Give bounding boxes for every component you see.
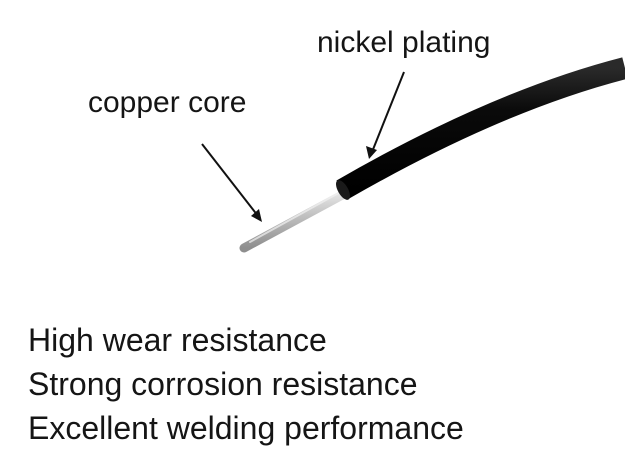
copper-core-label: copper core <box>88 86 247 119</box>
copper-core-arrow-icon <box>201 143 262 222</box>
wire-end-cap <box>336 180 350 200</box>
nickel-plating-label: nickel plating <box>317 26 491 59</box>
wire-insulation <box>336 57 625 200</box>
feature-list: High wear resistance Strong corrosion re… <box>28 318 464 450</box>
nickel-plating-arrow-icon <box>366 71 405 159</box>
feature-item: Strong corrosion resistance <box>28 366 418 402</box>
bare-conductor <box>239 188 351 253</box>
feature-item: High wear resistance <box>28 322 327 358</box>
conductor-highlight <box>249 189 345 243</box>
feature-item: Excellent welding performance <box>28 410 464 446</box>
